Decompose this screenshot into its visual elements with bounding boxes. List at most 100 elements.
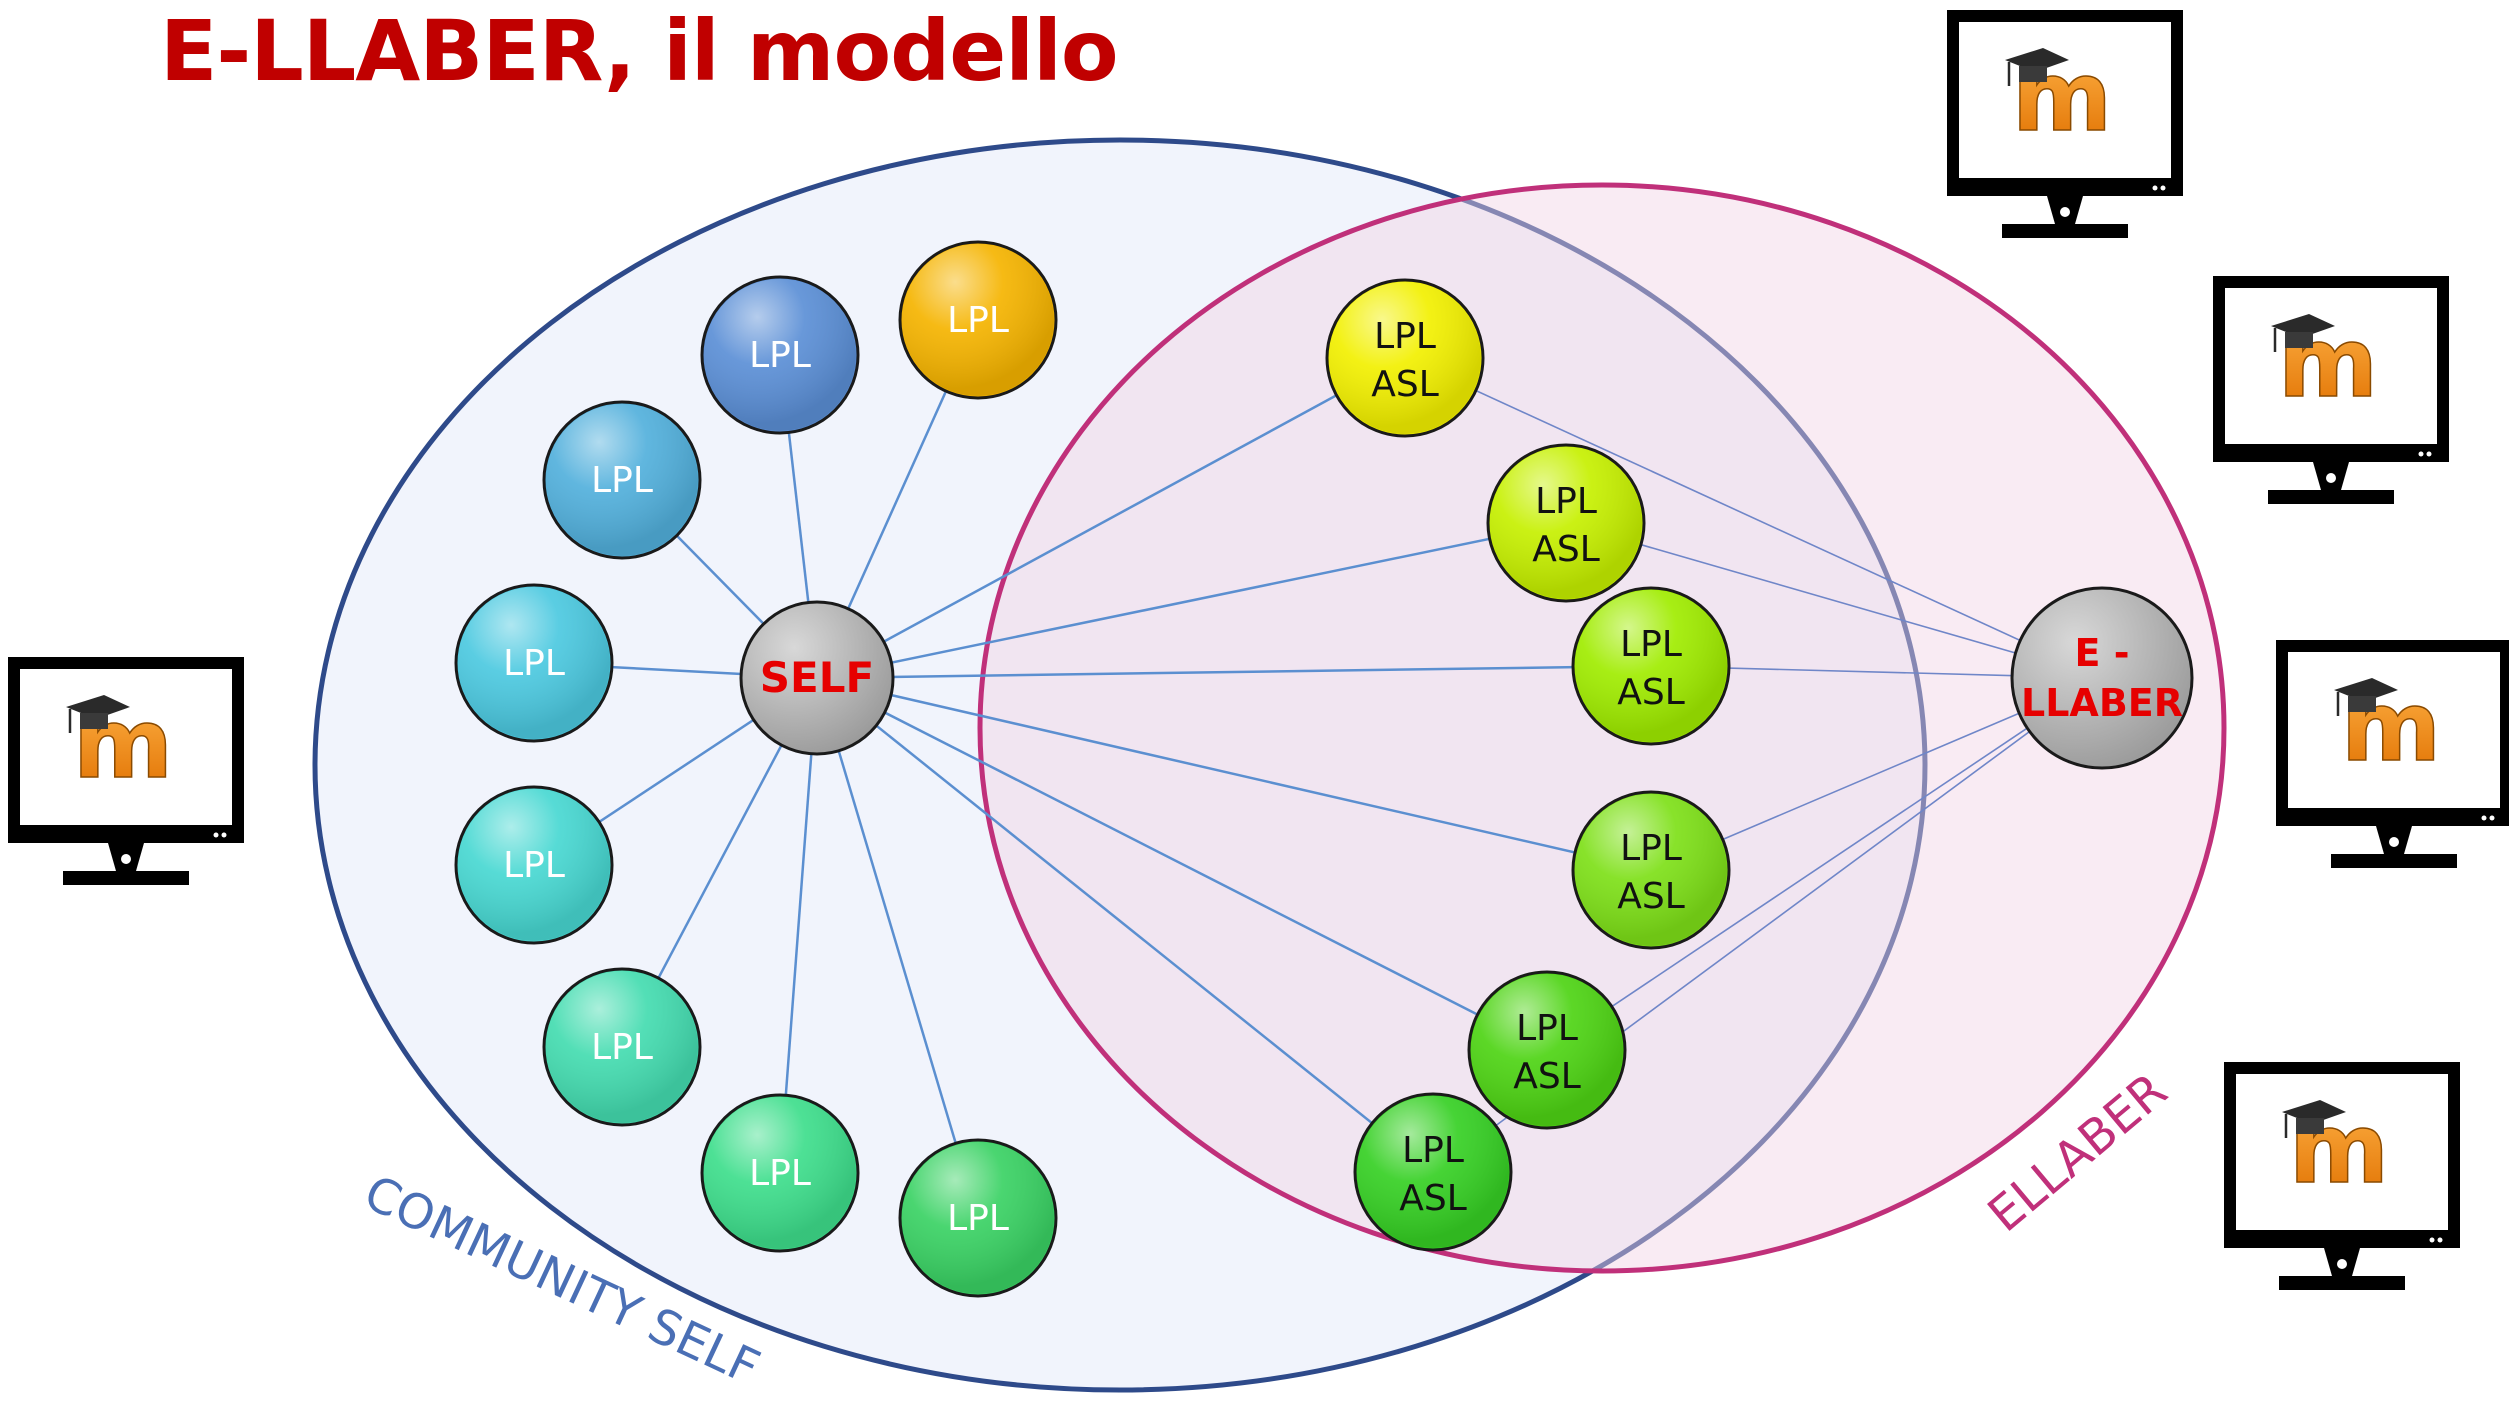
monitor-screen bbox=[2236, 1074, 2448, 1230]
lpl-node: LPL bbox=[454, 785, 614, 945]
lpl-asl-node-label: LPL bbox=[1374, 316, 1436, 357]
lpl-node-label: LPL bbox=[749, 1153, 811, 1194]
monitor-base bbox=[2279, 1276, 2405, 1290]
lpl-asl-node-label: ASL bbox=[1399, 1178, 1467, 1219]
lpl-node-label: LPL bbox=[503, 845, 565, 886]
lpl-asl-node: LPL ASL bbox=[1353, 1092, 1513, 1252]
lpl-node-gloss bbox=[546, 971, 698, 1123]
ellaber-hub-disc bbox=[2010, 586, 2194, 770]
monitor-button bbox=[121, 854, 131, 864]
monitor-led bbox=[2418, 451, 2424, 457]
lpl-asl-node-label: ASL bbox=[1617, 876, 1685, 917]
lpl-node-label: LPL bbox=[503, 643, 565, 684]
lpl-node-label: LPL bbox=[591, 460, 653, 501]
lpl-asl-node: LPL ASL bbox=[1325, 278, 1485, 438]
graduation-cap-base bbox=[2019, 66, 2047, 82]
ellaber-hub-label: LLABER bbox=[2021, 681, 2183, 725]
monitor-icon: m bbox=[2224, 1062, 2460, 1290]
lpl-asl-node: LPL ASL bbox=[1571, 586, 1731, 746]
lpl-asl-node-gloss bbox=[1490, 447, 1642, 599]
monitor-base bbox=[2002, 224, 2128, 238]
self-hub-label: SELF bbox=[760, 653, 874, 702]
monitor-screen bbox=[20, 669, 232, 825]
lpl-node-gloss bbox=[704, 279, 856, 431]
self-hub-disc bbox=[739, 600, 895, 756]
monitor-screen bbox=[2288, 652, 2500, 808]
graduation-cap-base bbox=[80, 713, 108, 729]
monitor-base bbox=[63, 871, 189, 885]
lpl-asl-node: LPL ASL bbox=[1571, 790, 1731, 950]
lpl-asl-node-label: ASL bbox=[1617, 672, 1685, 713]
lpl-node: LPL bbox=[542, 967, 702, 1127]
monitor-led bbox=[213, 832, 219, 838]
self-hub: SELF bbox=[739, 600, 895, 756]
monitor-screen bbox=[2225, 288, 2437, 444]
monitor-button bbox=[2337, 1259, 2347, 1269]
connector-line bbox=[815, 677, 980, 1219]
connector-line bbox=[1546, 677, 2103, 1051]
lpl-node: LPL bbox=[898, 1138, 1058, 1298]
connector-line bbox=[1404, 357, 2103, 679]
lpl-node-label: LPL bbox=[749, 335, 811, 376]
lpl-node: LPL bbox=[700, 275, 860, 435]
connector-line bbox=[1565, 522, 2103, 679]
monitor-icon: m bbox=[1947, 10, 2183, 238]
ellaber-hub: E -LLABER bbox=[2010, 586, 2194, 770]
lpl-asl-node-label: LPL bbox=[1535, 481, 1597, 522]
monitor-icon: m bbox=[8, 657, 244, 885]
monitor-screen bbox=[1959, 22, 2171, 178]
connector-line bbox=[816, 676, 1548, 1052]
monitor-led bbox=[2160, 185, 2166, 191]
lpl-node-gloss bbox=[902, 1142, 1054, 1294]
lpl-asl-node-label: LPL bbox=[1620, 624, 1682, 665]
lpl-asl-node-label: LPL bbox=[1402, 1130, 1464, 1171]
lpl-asl-node-gloss bbox=[1329, 282, 1481, 434]
connector-lines bbox=[533, 319, 2103, 1219]
lpl-node-label: LPL bbox=[947, 1198, 1009, 1239]
lpl-node-gloss bbox=[458, 587, 610, 739]
lpl-node-label: LPL bbox=[947, 300, 1009, 341]
lpl-asl-node: LPL ASL bbox=[1486, 443, 1646, 603]
monitor-icon: m bbox=[2276, 640, 2509, 868]
monitor-icon: m bbox=[2213, 276, 2449, 504]
connector-line bbox=[816, 676, 1652, 872]
connector-line bbox=[816, 677, 1434, 1173]
lpl-asl-node-label: ASL bbox=[1371, 364, 1439, 405]
lpl-node: LPL bbox=[542, 400, 702, 560]
lpl-node: LPL bbox=[454, 583, 614, 743]
monitor-led bbox=[2152, 185, 2158, 191]
moodle-icon: m bbox=[2282, 1092, 2390, 1206]
monitor-led bbox=[2481, 815, 2487, 821]
monitor-base bbox=[2268, 490, 2394, 504]
moodle-icon: m bbox=[2271, 306, 2379, 420]
lpl-node-gloss bbox=[546, 404, 698, 556]
connector-line bbox=[816, 521, 1567, 680]
moodle-icon: m bbox=[66, 687, 174, 801]
monitor-button bbox=[2389, 837, 2399, 847]
lpl-asl-node-label: ASL bbox=[1532, 529, 1600, 570]
lpl-node-label: LPL bbox=[591, 1027, 653, 1068]
monitor-led bbox=[221, 832, 227, 838]
monitor-led bbox=[2437, 1237, 2443, 1243]
monitor-led bbox=[2426, 451, 2432, 457]
monitor-layer: m m m m m bbox=[8, 10, 2509, 1290]
lpl-node: LPL bbox=[700, 1093, 860, 1253]
moodle-icon: m bbox=[2005, 40, 2113, 154]
connector-line bbox=[778, 677, 819, 1174]
monitor-led bbox=[2489, 815, 2495, 821]
monitor-button bbox=[2060, 207, 2070, 217]
node-layer: LPL LPL LPL LPL LPL LPL LPL LPL LPL ASL LPL ASL LPL A… bbox=[454, 240, 2194, 1298]
connector-line bbox=[816, 664, 1652, 680]
lpl-asl-node-gloss bbox=[1575, 590, 1727, 742]
lpl-node-gloss bbox=[704, 1097, 856, 1249]
diagram-title: E-LLABER, il modello bbox=[160, 2, 1119, 100]
lpl-node-gloss bbox=[458, 789, 610, 941]
monitor-base bbox=[2331, 854, 2457, 868]
lpl-asl-node-label: LPL bbox=[1516, 1008, 1578, 1049]
lpl-asl-node-label: LPL bbox=[1620, 828, 1682, 869]
connector-line bbox=[816, 356, 1406, 680]
lpl-node: LPL bbox=[898, 240, 1058, 400]
lpl-asl-node-gloss bbox=[1575, 794, 1727, 946]
